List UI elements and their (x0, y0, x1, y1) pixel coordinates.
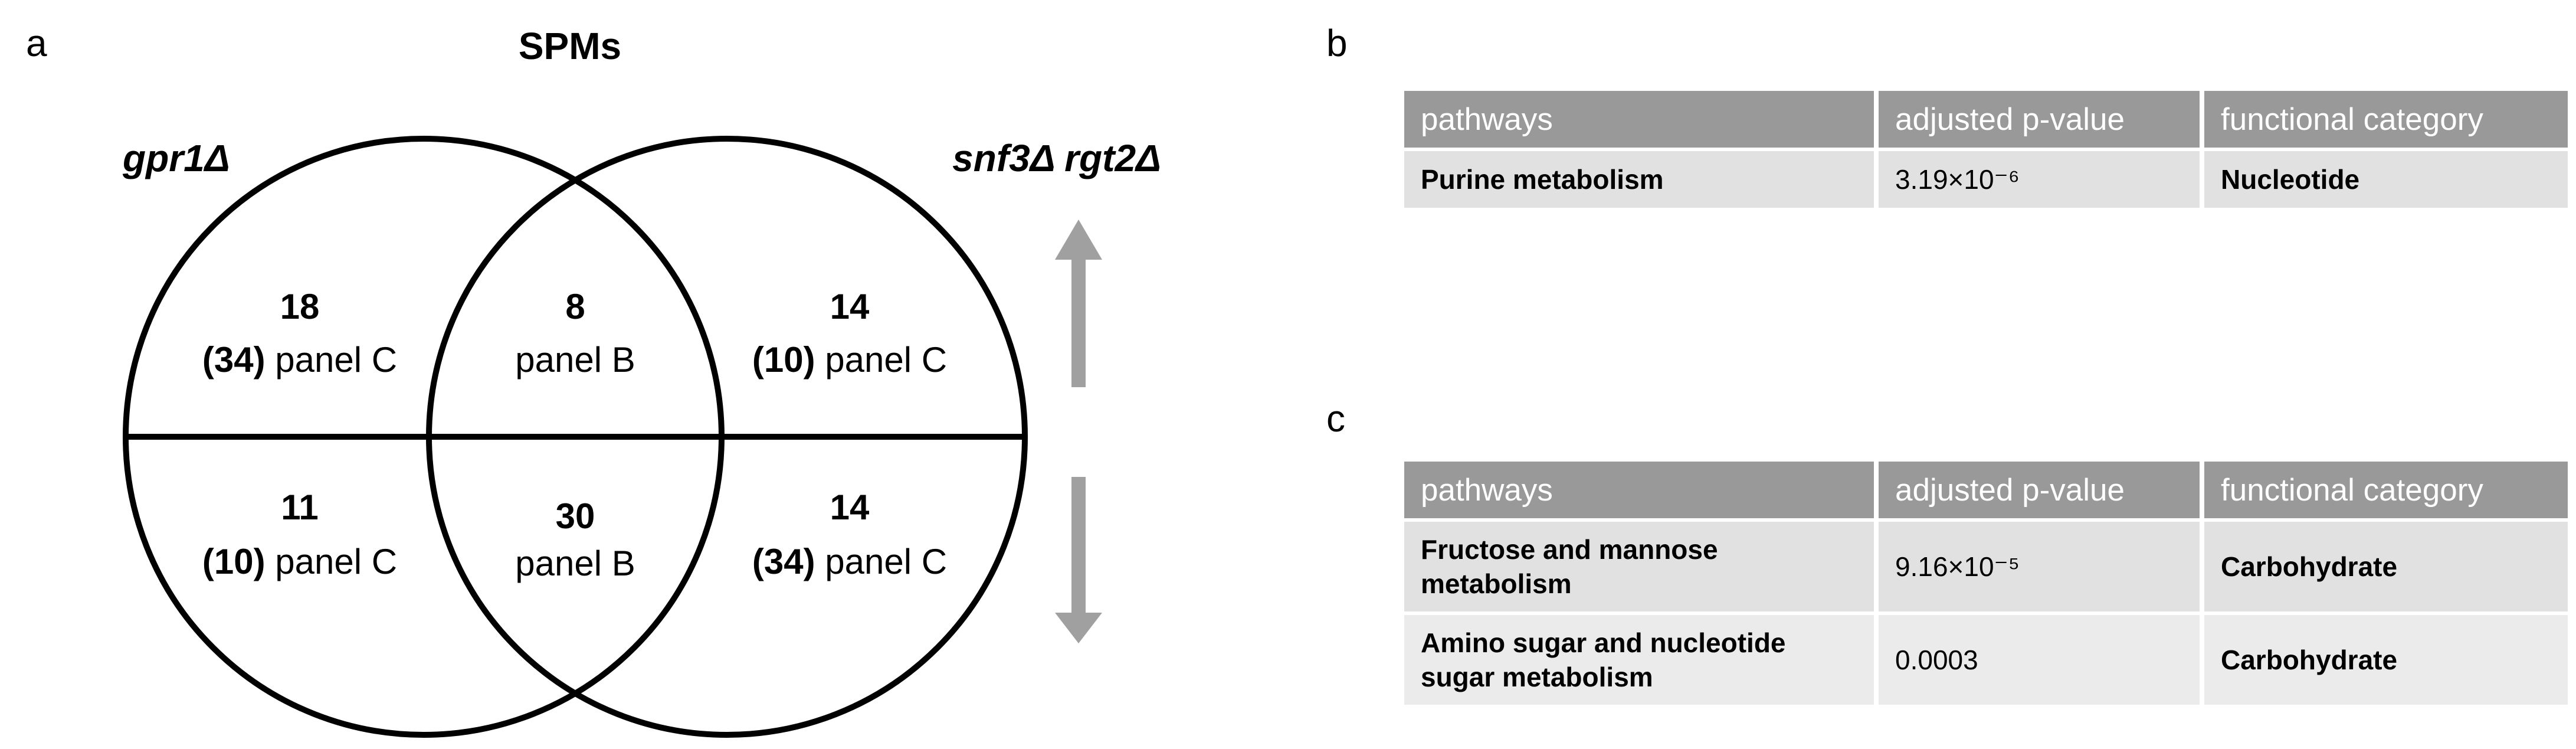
cell-p-value: 3.19×10⁻⁶ (1879, 151, 2200, 208)
region-center-bottom-label: panel B (515, 544, 635, 583)
left-set-label: gpr1Δ (122, 137, 230, 179)
region-right-bottom-count: 14 (830, 488, 870, 527)
header-adjusted-p-value: adjusted p-value (1879, 91, 2200, 148)
venn-diagram: SPMs gpr1Δ snf3Δ rgt2Δ 18 (34) panel C 8… (122, 25, 1161, 738)
region-right-top-label: (10) panel C (752, 340, 947, 380)
cell-category: Carbohydrate (2204, 615, 2568, 705)
venn-title: SPMs (519, 25, 621, 67)
region-left-bottom-count: 11 (281, 488, 318, 527)
panel-letter-a: a (26, 22, 47, 64)
region-right-top-count: 14 (830, 287, 870, 326)
region-center-top-count: 8 (565, 287, 585, 326)
header-functional-category: functional category (2204, 91, 2568, 148)
header-adjusted-p-value: adjusted p-value (1879, 462, 2200, 518)
header-functional-category: functional category (2204, 462, 2568, 518)
table-header-row: pathways adjusted p-value functional cat… (1404, 462, 2568, 518)
down-arrow-icon (1055, 477, 1102, 643)
region-center-bottom-count: 30 (556, 496, 595, 536)
table-header-row: pathways adjusted p-value functional cat… (1404, 91, 2568, 148)
panel-letter-b: b (1326, 22, 1348, 64)
panel-letter-c: c (1326, 397, 1345, 440)
cell-pathway: Purine metabolism (1404, 151, 1874, 208)
region-center-top-label: panel B (515, 340, 635, 380)
region-left-top-count: 18 (280, 287, 320, 326)
cell-category: Carbohydrate (2204, 522, 2568, 611)
region-left-bottom-label: (10) panel C (202, 542, 397, 581)
right-set-label: snf3Δ rgt2Δ (952, 137, 1161, 179)
cell-p-value: 9.16×10⁻⁵ (1879, 522, 2200, 611)
cell-category: Nucleotide (2204, 151, 2568, 208)
region-right-bottom-label: (34) panel C (752, 542, 947, 581)
header-pathways: pathways (1404, 462, 1874, 518)
table-row: Purine metabolism 3.19×10⁻⁶ Nucleotide (1404, 151, 2568, 208)
pathway-table-b: pathways adjusted p-value functional cat… (1400, 87, 2572, 211)
up-arrow-icon (1055, 220, 1102, 387)
cell-p-value: 0.0003 (1879, 615, 2200, 705)
pathway-table-c: pathways adjusted p-value functional cat… (1400, 458, 2572, 708)
region-left-top-label: (34) panel C (202, 340, 397, 380)
header-pathways: pathways (1404, 91, 1874, 148)
